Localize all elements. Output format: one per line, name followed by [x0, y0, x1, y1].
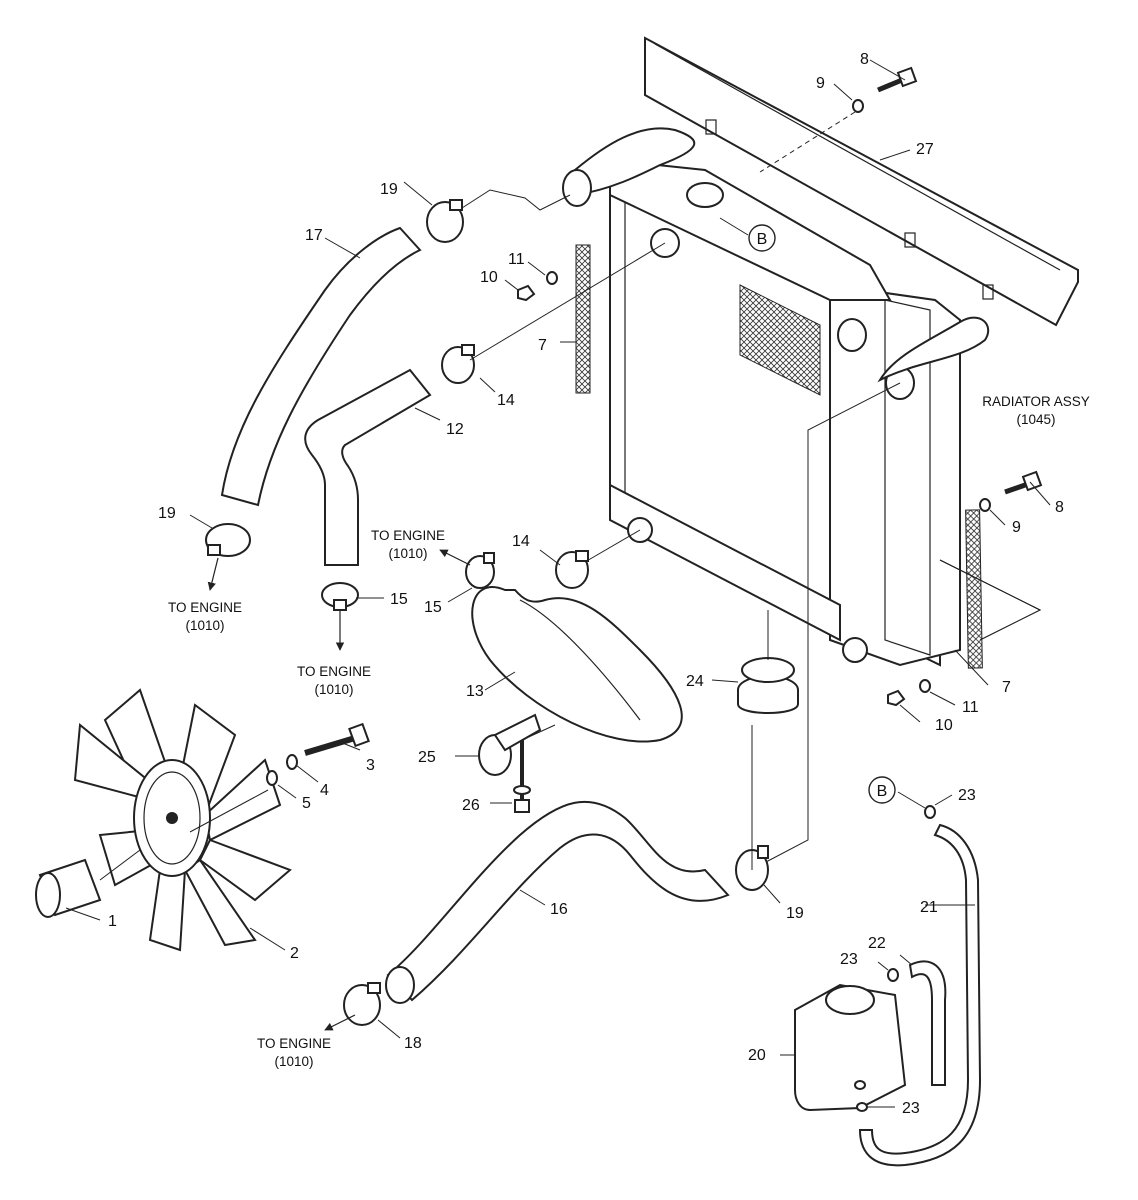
to-engine-arrow-3: [439, 549, 471, 566]
callout-14-upper: 14: [497, 392, 515, 409]
svg-text:(1010): (1010): [274, 1054, 313, 1069]
callout-2: 2: [290, 945, 299, 962]
callout-27: 27: [916, 141, 934, 158]
nut-10-upper: [517, 284, 536, 302]
callout-12: 12: [446, 421, 464, 438]
callout-23-top: 23: [958, 787, 976, 804]
washer-11-upper: [546, 271, 558, 285]
clamp-15-upper: [465, 552, 495, 589]
svg-text:TO ENGINE: TO ENGINE: [297, 664, 371, 679]
callout-25: 25: [418, 749, 436, 766]
svg-text:(1010): (1010): [314, 682, 353, 697]
clamp-15-lower: [321, 582, 359, 611]
washer-9-right: [979, 498, 991, 512]
hose-16: [386, 800, 730, 1002]
hose-12: [304, 368, 432, 566]
radiator-assembly: [562, 127, 1042, 667]
note-to-engine-1: TO ENGINE (1010): [168, 600, 242, 633]
clamp-18: [343, 982, 381, 1026]
callout-26: 26: [462, 797, 480, 814]
svg-text:(1045): (1045): [1016, 412, 1055, 427]
note-to-engine-2: TO ENGINE (1010): [297, 664, 371, 697]
nut-10-lower: [887, 689, 906, 707]
callout-15-lower: 15: [390, 591, 408, 608]
callout-19-left: 19: [158, 505, 176, 522]
callout-16: 16: [550, 901, 568, 918]
to-engine-arrow-1: [207, 557, 219, 591]
washer-4: [286, 754, 298, 770]
bolt-8-top: [877, 66, 918, 93]
hose-22: [908, 960, 947, 1086]
callout-labels: 1 2 3 4 5 7 7 8 8 9 9 10 10 11 11 12 13 …: [108, 51, 1064, 1117]
svg-text:RADIATOR ASSY: RADIATOR ASSY: [982, 394, 1090, 409]
callout-14-lower: 14: [512, 533, 530, 550]
callout-21: 21: [920, 899, 938, 916]
svg-text:TO ENGINE: TO ENGINE: [257, 1036, 331, 1051]
to-engine-arrow-4: [324, 1014, 356, 1031]
mount-24: [737, 657, 799, 714]
callout-5: 5: [302, 795, 311, 812]
svg-text:TO ENGINE: TO ENGINE: [371, 528, 445, 543]
hose-17: [220, 226, 422, 507]
callout-9-right: 9: [1012, 519, 1021, 536]
reservoir-tank-20: [794, 983, 907, 1112]
note-to-engine-3: TO ENGINE (1010): [371, 528, 445, 561]
callout-17: 17: [305, 227, 323, 244]
clip-25: [478, 713, 542, 776]
callout-15-upper: 15: [424, 599, 442, 616]
callout-11-lower: 11: [962, 699, 979, 716]
callout-3: 3: [366, 757, 375, 774]
spacer-1: [35, 858, 102, 918]
bolt-3: [304, 722, 370, 756]
washer-11-lower: [919, 679, 931, 693]
fan-2: [73, 688, 292, 952]
clamp-19-left: [205, 523, 251, 557]
svg-text:B: B: [877, 783, 888, 800]
strap-7-lower: [965, 509, 983, 669]
svg-text:TO ENGINE: TO ENGINE: [168, 600, 242, 615]
callout-10-upper: 10: [480, 269, 498, 286]
o-ring-23-top: [924, 805, 936, 819]
callout-10-lower: 10: [935, 717, 953, 734]
washer-5: [266, 770, 278, 786]
note-to-engine-4: TO ENGINE (1010): [257, 1036, 331, 1069]
callout-19-top: 19: [380, 181, 398, 198]
support-bracket-27: [644, 36, 1079, 327]
screw-26: [513, 740, 531, 813]
callout-24: 24: [686, 673, 704, 690]
callout-7-lower: 7: [1002, 679, 1011, 696]
leader-lines: [65, 59, 1051, 1108]
o-ring-23-mid: [887, 968, 899, 982]
callout-11-upper: 11: [508, 251, 525, 268]
hose-13: [471, 586, 683, 743]
callout-20: 20: [748, 1047, 766, 1064]
callout-8-right: 8: [1055, 499, 1064, 516]
callout-1: 1: [108, 913, 117, 930]
o-ring-23-bottom: [856, 1102, 868, 1112]
clamp-14-lower: [555, 550, 589, 589]
callout-7-upper: 7: [538, 337, 547, 354]
reference-marker-b-top: B: [748, 224, 776, 252]
callout-22: 22: [868, 935, 886, 952]
strap-7-upper: [575, 244, 591, 394]
reference-marker-b-right: B: [868, 776, 896, 804]
callout-9-top: 9: [816, 75, 825, 92]
callout-23-mid: 23: [840, 951, 858, 968]
hose-21: [858, 823, 982, 1167]
callout-4: 4: [320, 782, 329, 799]
callout-8-top: 8: [860, 51, 869, 68]
note-radiator-assy: RADIATOR ASSY (1045): [982, 394, 1090, 427]
clamp-14-upper: [441, 344, 475, 384]
washer-9-top: [852, 99, 864, 113]
svg-text:(1010): (1010): [185, 618, 224, 633]
callout-13: 13: [466, 683, 484, 700]
svg-text:(1010): (1010): [388, 546, 427, 561]
callout-18: 18: [404, 1035, 422, 1052]
callout-23-bottom: 23: [902, 1100, 920, 1117]
svg-text:B: B: [757, 231, 768, 248]
callout-19-right: 19: [786, 905, 804, 922]
clamp-19-top: [426, 199, 464, 243]
